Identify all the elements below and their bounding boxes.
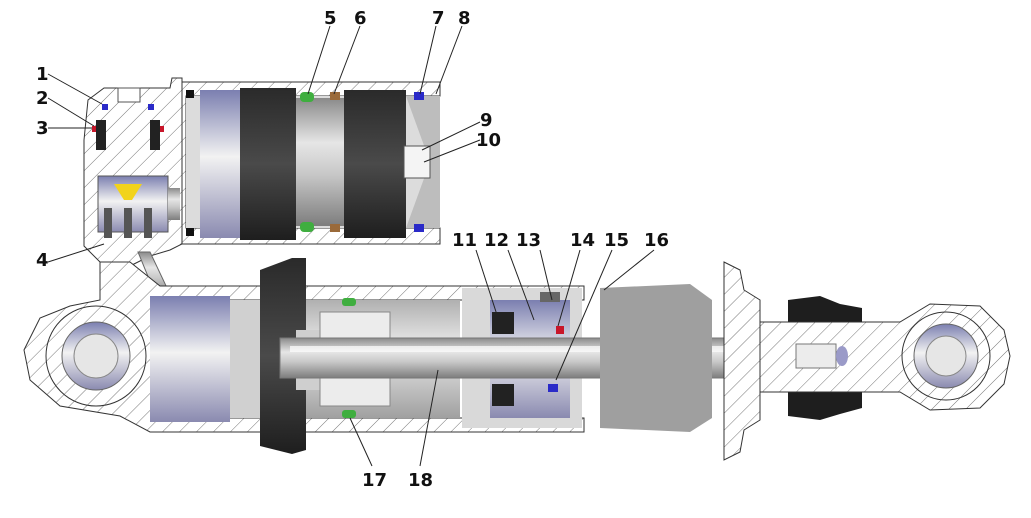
callout-7: 7: [432, 8, 445, 29]
main-body: [23, 258, 585, 454]
callout-16: 16: [644, 230, 669, 251]
callout-1: 1: [36, 64, 49, 85]
callout-18: 18: [408, 470, 433, 491]
rod-end: [600, 261, 1011, 461]
callout-5: 5: [324, 8, 337, 29]
callout-3: 3: [36, 118, 49, 139]
callout-14: 14: [570, 230, 595, 251]
callout-6: 6: [354, 8, 367, 29]
callout-2: 2: [36, 88, 49, 109]
callout-4: 4: [36, 250, 49, 271]
callout-10: 10: [476, 130, 501, 151]
leader-lines: [47, 25, 655, 467]
callout-8: 8: [458, 8, 471, 29]
reservoir: [171, 81, 441, 245]
callout-12: 12: [484, 230, 509, 251]
callout-labels: 1 2 3 4 5 6 7 8 9 10 11 12 13 14 15 16 1…: [36, 8, 669, 491]
callout-15: 15: [604, 230, 629, 251]
callout-11: 11: [452, 230, 477, 251]
callout-13: 13: [516, 230, 541, 251]
callout-17: 17: [362, 470, 387, 491]
callout-9: 9: [480, 110, 493, 131]
valve-head: [83, 77, 183, 297]
